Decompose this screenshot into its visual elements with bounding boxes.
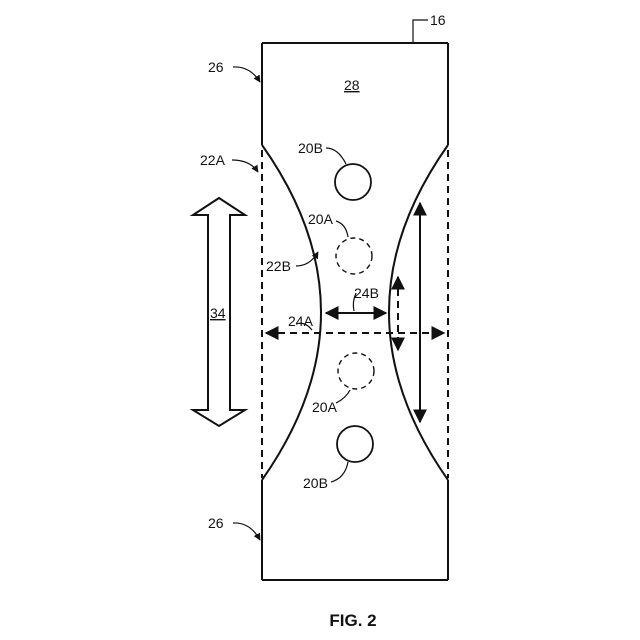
label-20A-top: 20A xyxy=(308,211,334,227)
label-28: 28 xyxy=(344,77,360,93)
label-20B-top: 20B xyxy=(298,140,323,156)
label-20A-bottom: 20A xyxy=(312,399,338,415)
label-20B-bottom: 20B xyxy=(303,475,328,491)
hole-20A-top xyxy=(336,238,372,274)
hole-20B-top xyxy=(335,164,371,200)
label-26-top: 26 xyxy=(208,59,224,75)
label-24A: 24A xyxy=(288,313,314,329)
figure-caption: FIG. 2 xyxy=(329,611,376,630)
label-24B: 24B xyxy=(354,285,379,301)
hole-20B-bottom xyxy=(337,426,373,462)
hole-20A-bottom xyxy=(338,353,374,389)
label-16: 16 xyxy=(430,12,446,28)
label-26-bottom: 26 xyxy=(208,515,224,531)
curved-edge-right xyxy=(389,145,448,480)
label-22A: 22A xyxy=(200,152,226,168)
label-22B: 22B xyxy=(266,258,291,274)
label-34: 34 xyxy=(210,305,226,321)
